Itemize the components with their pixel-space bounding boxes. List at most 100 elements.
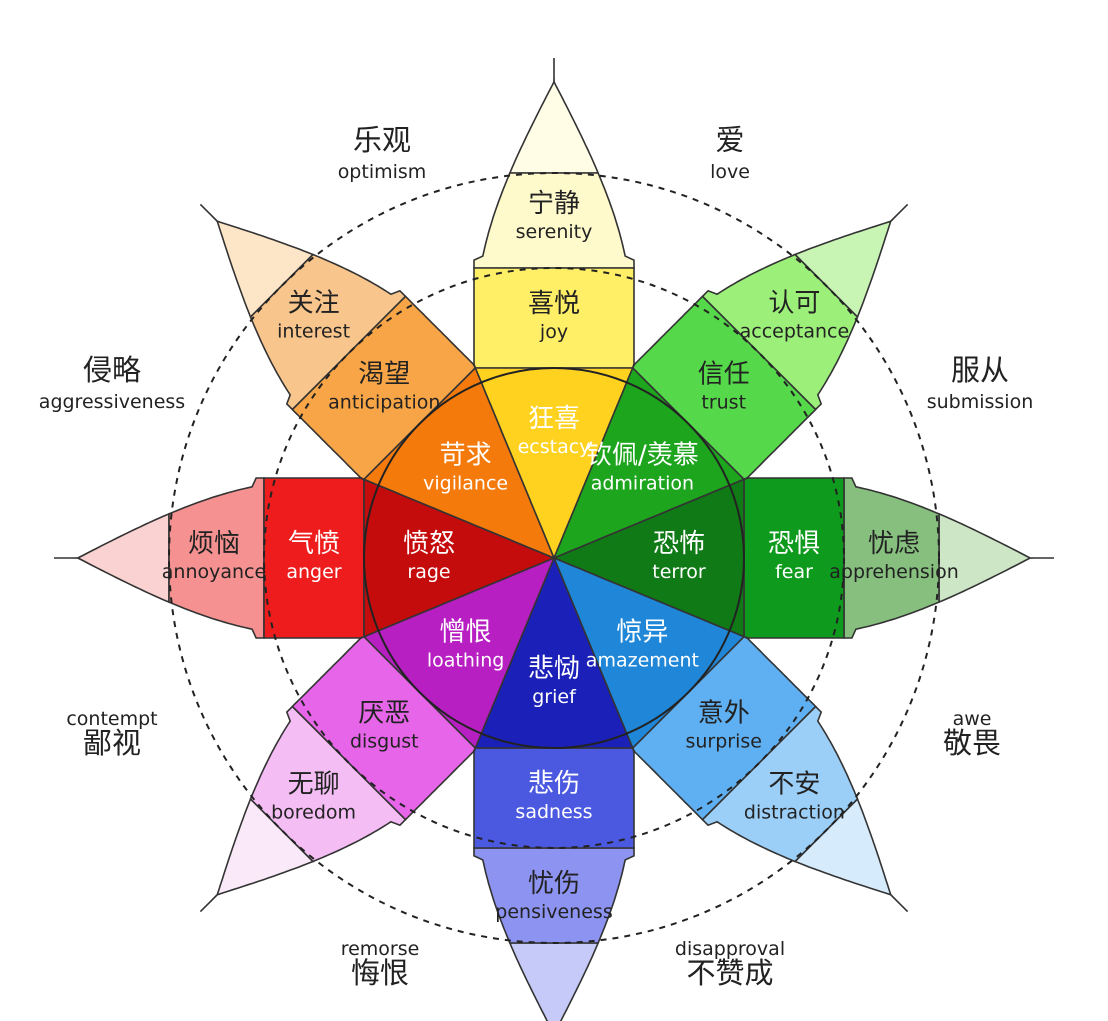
label-trust-en: trust [701, 391, 746, 413]
dyad-love: 爱 love [710, 123, 750, 183]
segment-basic [473, 747, 635, 849]
petal-tip [199, 797, 315, 913]
label-fear-zh: 恐惧 [768, 529, 820, 559]
label-distraction-en: distraction [744, 801, 845, 823]
label-serenity-zh: 宁静 [528, 189, 580, 219]
label-acceptance-en: acceptance [740, 321, 850, 343]
petal-red [54, 477, 557, 639]
dyad-label-en: awe [953, 708, 992, 730]
dyad-submission: 服从 submission [927, 353, 1034, 413]
label-terror-en: terror [652, 561, 706, 583]
segment-mild [249, 705, 407, 863]
petal-lightblue [552, 556, 909, 913]
label-rage-en: rage [407, 561, 450, 583]
dyad-label-en: love [710, 161, 750, 183]
petal-orange [199, 203, 556, 560]
label-amazement-en: amazement [586, 649, 699, 671]
petal-tip [508, 58, 600, 174]
dyad-label-zh: 鄙视 [83, 726, 141, 760]
label-admiration-en: admiration [591, 473, 694, 495]
label-joy-zh: 喜悦 [528, 289, 580, 319]
label-annoyance-en: annoyance [162, 561, 266, 583]
dyad-label-en: remorse [341, 938, 420, 960]
segment-basic [743, 477, 845, 639]
label-disgust-zh: 厌恶 [358, 699, 410, 729]
guide-circles [168, 172, 940, 944]
dyad-label-zh: 悔恨 [351, 956, 409, 990]
dyad-label-en: submission [927, 391, 1034, 413]
label-serenity-en: serenity [516, 221, 593, 243]
label-grief-en: grief [532, 686, 577, 708]
label-ecstacy-zh: 狂喜 [528, 404, 580, 434]
label-boredom-zh: 无聊 [288, 769, 340, 799]
dyad-label-zh: 侵略 [83, 353, 141, 387]
label-apprehension-zh: 忧虑 [868, 529, 920, 559]
petals-layer [54, 58, 1054, 1021]
label-joy-en: joy [539, 321, 568, 343]
segment-mild [473, 847, 635, 944]
segment-mild [843, 477, 940, 639]
dyad-label-en: disapproval [675, 938, 785, 960]
label-sadness-en: sadness [515, 801, 592, 823]
label-trust-zh: 信任 [698, 359, 750, 389]
dyad-label-zh: 乐观 [353, 123, 411, 157]
dyad-aggressiveness: 侵略 aggressiveness [39, 353, 185, 413]
segment-mild [473, 172, 635, 269]
label-pensiveness-zh: 忧伤 [528, 869, 580, 899]
dyad-label-en: contempt [66, 708, 157, 730]
label-surprise-zh: 意外 [698, 699, 750, 729]
segment-basic [263, 477, 365, 639]
dyad-label-zh: 爱 [715, 123, 744, 157]
label-loathing-en: loathing [427, 649, 504, 671]
segment-mild [701, 253, 859, 411]
label-anger-zh: 气愤 [288, 529, 340, 559]
label-ecstacy-en: ecstacy [518, 436, 591, 458]
dyad-label-zh: 服从 [951, 353, 1009, 387]
dyad-optimism: 乐观 optimism [338, 123, 427, 183]
petal-tip [793, 203, 909, 319]
petal-tip [938, 512, 1054, 604]
petal-green [551, 477, 1054, 639]
segment-mild [168, 477, 265, 639]
label-loathing-zh: 憎恨 [440, 617, 492, 647]
label-apprehension-en: apprehension [829, 561, 958, 583]
label-anticipation-en: anticipation [328, 391, 440, 413]
label-boredom-en: boredom [271, 801, 356, 823]
label-disgust-en: disgust [350, 731, 419, 753]
petal-tip [54, 512, 170, 604]
petal-tip [508, 942, 600, 1021]
label-pensiveness-en: pensiveness [495, 901, 612, 923]
dyad-label-en: optimism [338, 161, 427, 183]
petal-yellow [473, 58, 635, 561]
label-annoyance-zh: 烦恼 [188, 529, 240, 559]
dyad-label-en: aggressiveness [39, 391, 185, 413]
petal-lightgreen [552, 203, 909, 560]
segment-mild [249, 253, 407, 411]
dyad-label-zh: 不赞成 [686, 956, 773, 990]
label-fear-en: fear [775, 561, 813, 583]
petal-blue [473, 555, 635, 1021]
segment-basic [291, 295, 477, 481]
label-grief-zh: 悲恸 [528, 654, 580, 684]
outer-dashed-circle [168, 172, 940, 944]
label-sadness-zh: 悲伤 [528, 769, 580, 799]
inner-circle [363, 367, 745, 749]
middle-dashed-circle [263, 267, 845, 849]
label-acceptance-zh: 认可 [768, 289, 820, 319]
petal-tip [793, 797, 909, 913]
label-terror-zh: 恐怖 [653, 529, 705, 559]
label-vigilance-en: vigilance [423, 473, 508, 495]
label-anger-en: anger [286, 561, 341, 583]
label-surprise-en: surprise [685, 731, 762, 753]
segment-basic [473, 267, 635, 369]
label-amazement-zh: 惊异 [616, 617, 668, 647]
label-interest-en: interest [277, 321, 350, 343]
label-anticipation-zh: 渴望 [358, 359, 410, 389]
